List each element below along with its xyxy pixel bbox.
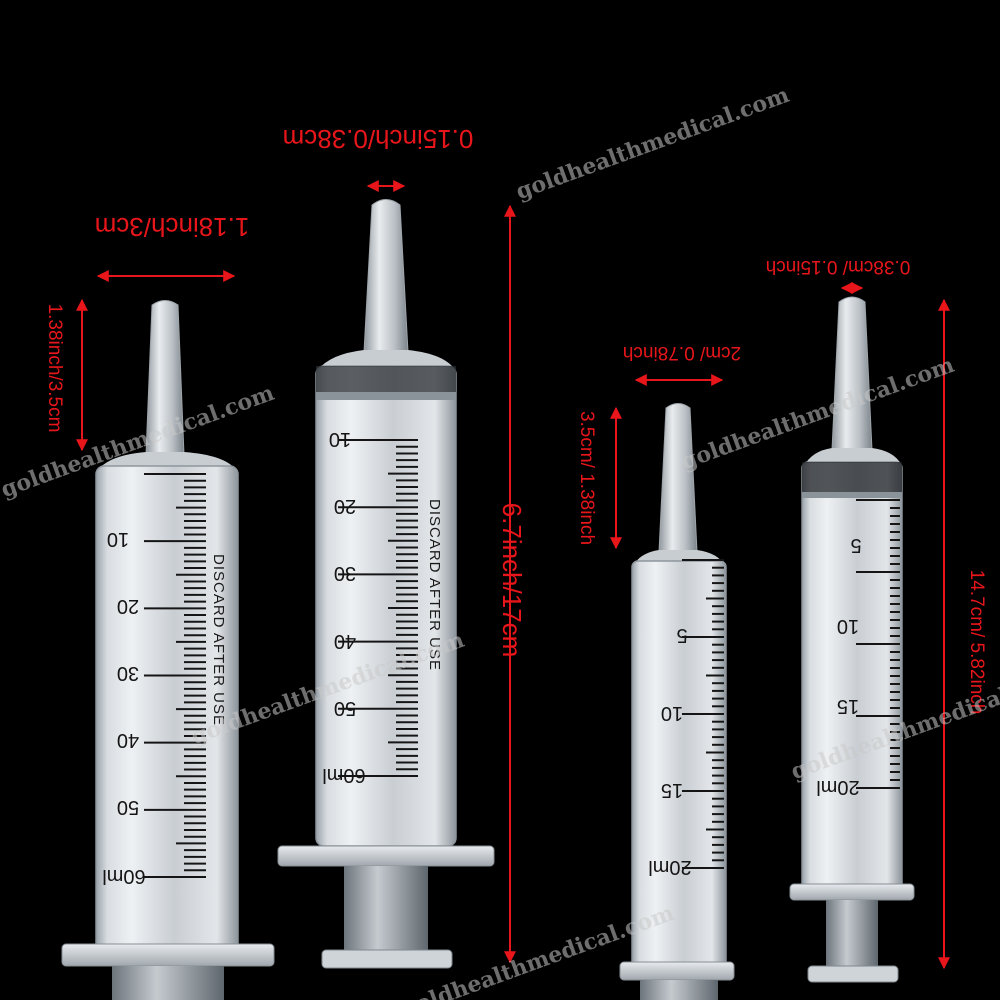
scale-20ml: 20ml bbox=[648, 856, 691, 878]
syringe-20ml-right: 5 10 15 20ml bbox=[789, 296, 915, 983]
discard-after-use-imprint: DISCARD AFTER USE bbox=[210, 554, 227, 726]
scale-10: 10 bbox=[837, 615, 859, 637]
scale-15: 15 bbox=[661, 779, 683, 801]
width-label: 2cm/ 0.78inch bbox=[623, 342, 741, 363]
height-label: 14.7cm/ 5.82inch bbox=[966, 570, 987, 715]
scale-10: 10 bbox=[661, 702, 683, 724]
syringe-60ml-right: 10 20 30 40 50 60ml DISCARD AFTER USE bbox=[277, 199, 495, 969]
scale-labels: 5 10 15 20ml bbox=[816, 534, 861, 798]
scale-20: 20 bbox=[117, 595, 139, 617]
scale-labels: 5 10 15 20ml bbox=[648, 624, 691, 878]
dimension-labels: 1.18inch/3cm 1.38inch/3.5cm 0.15inch/0.3… bbox=[44, 124, 987, 714]
scale-10: 10 bbox=[329, 428, 351, 450]
scale-40: 40 bbox=[117, 729, 139, 751]
scale-labels: 10 20 30 40 50 60ml bbox=[322, 428, 365, 786]
dimension-annotations bbox=[76, 180, 950, 970]
tip-length-label: 1.38inch/3.5cm bbox=[44, 304, 65, 433]
scale-50: 50 bbox=[117, 796, 139, 818]
scale-50: 50 bbox=[334, 697, 356, 719]
scale-20: 20 bbox=[334, 495, 356, 517]
watermark: goldhealthmedical.com bbox=[513, 82, 793, 205]
syringe-60ml-left: 10 20 30 40 50 60ml DISCARD AFTER USE bbox=[61, 300, 275, 1000]
scale-30: 30 bbox=[117, 662, 139, 684]
scale-labels: 10 20 30 40 50 60ml bbox=[102, 528, 145, 887]
syringe-20ml-left: 5 10 15 20ml bbox=[619, 403, 735, 1000]
width-label: 1.18inch/3cm bbox=[95, 212, 250, 242]
discard-after-use-imprint: DISCARD AFTER USE bbox=[426, 499, 443, 671]
scale-15: 15 bbox=[837, 695, 859, 717]
height-label: 6.7inch/17cm bbox=[497, 503, 527, 658]
scale-5: 5 bbox=[850, 534, 861, 556]
scale-10: 10 bbox=[107, 528, 129, 550]
scale-30: 30 bbox=[334, 562, 356, 584]
scale-60ml: 60ml bbox=[102, 865, 145, 887]
nozzle-label: 0.15inch/0.38cm bbox=[283, 124, 474, 154]
tip-length-label: 3.5cm/ 1.38inch bbox=[576, 411, 597, 545]
scale-40: 40 bbox=[334, 630, 356, 652]
scale-20ml: 20ml bbox=[816, 776, 859, 798]
scale-60ml: 60ml bbox=[322, 764, 365, 786]
nozzle-label: 0.38cm/ 0.15inch bbox=[766, 256, 911, 277]
scale-5: 5 bbox=[676, 624, 687, 646]
